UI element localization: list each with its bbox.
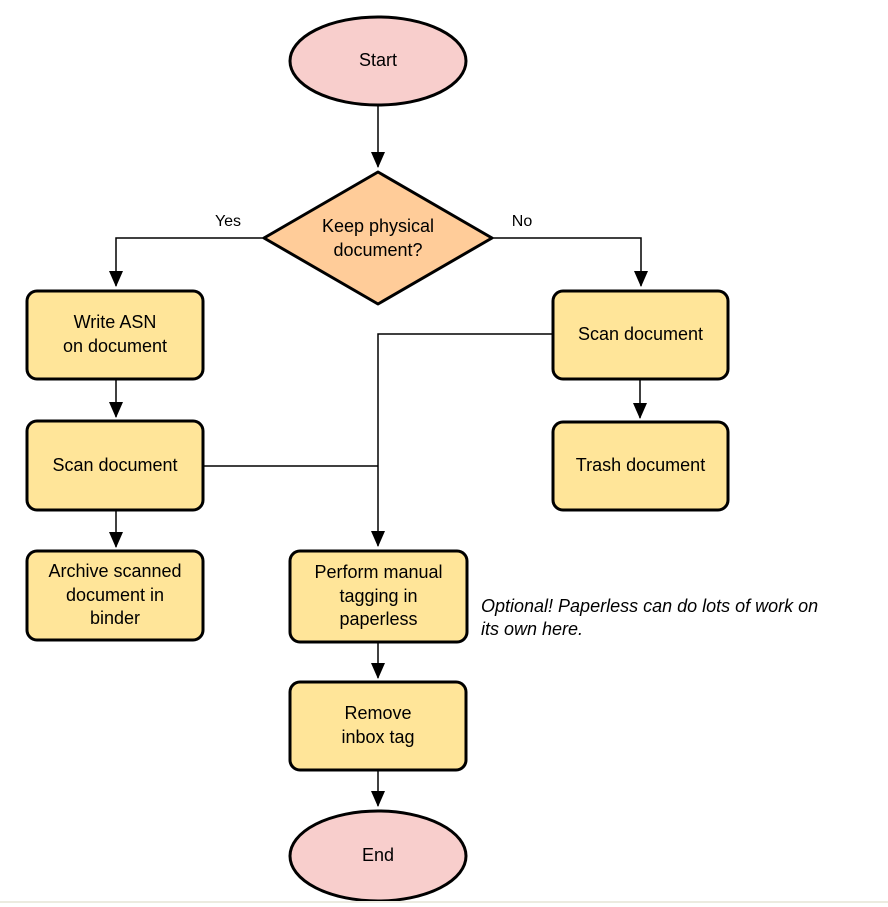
- archive-shape: [25, 549, 205, 642]
- edge-decision-no: [492, 237, 648, 287]
- write-asn-shape: [25, 289, 205, 381]
- scan-left-shape: [25, 419, 205, 512]
- scan-right-shape: [551, 289, 730, 381]
- tagging-shape: [288, 549, 469, 644]
- start-terminator-shape: [288, 15, 468, 107]
- connector-group: [109, 105, 648, 807]
- bottom-rule: [0, 901, 888, 903]
- decision-diamond-shape: [262, 170, 494, 306]
- remove-inbox-shape: [288, 680, 468, 772]
- edge-scanright-to-tagging: [371, 333, 553, 547]
- edge-decision-yes: [109, 237, 264, 287]
- trash-shape: [551, 420, 730, 512]
- end-terminator-shape: [288, 809, 468, 903]
